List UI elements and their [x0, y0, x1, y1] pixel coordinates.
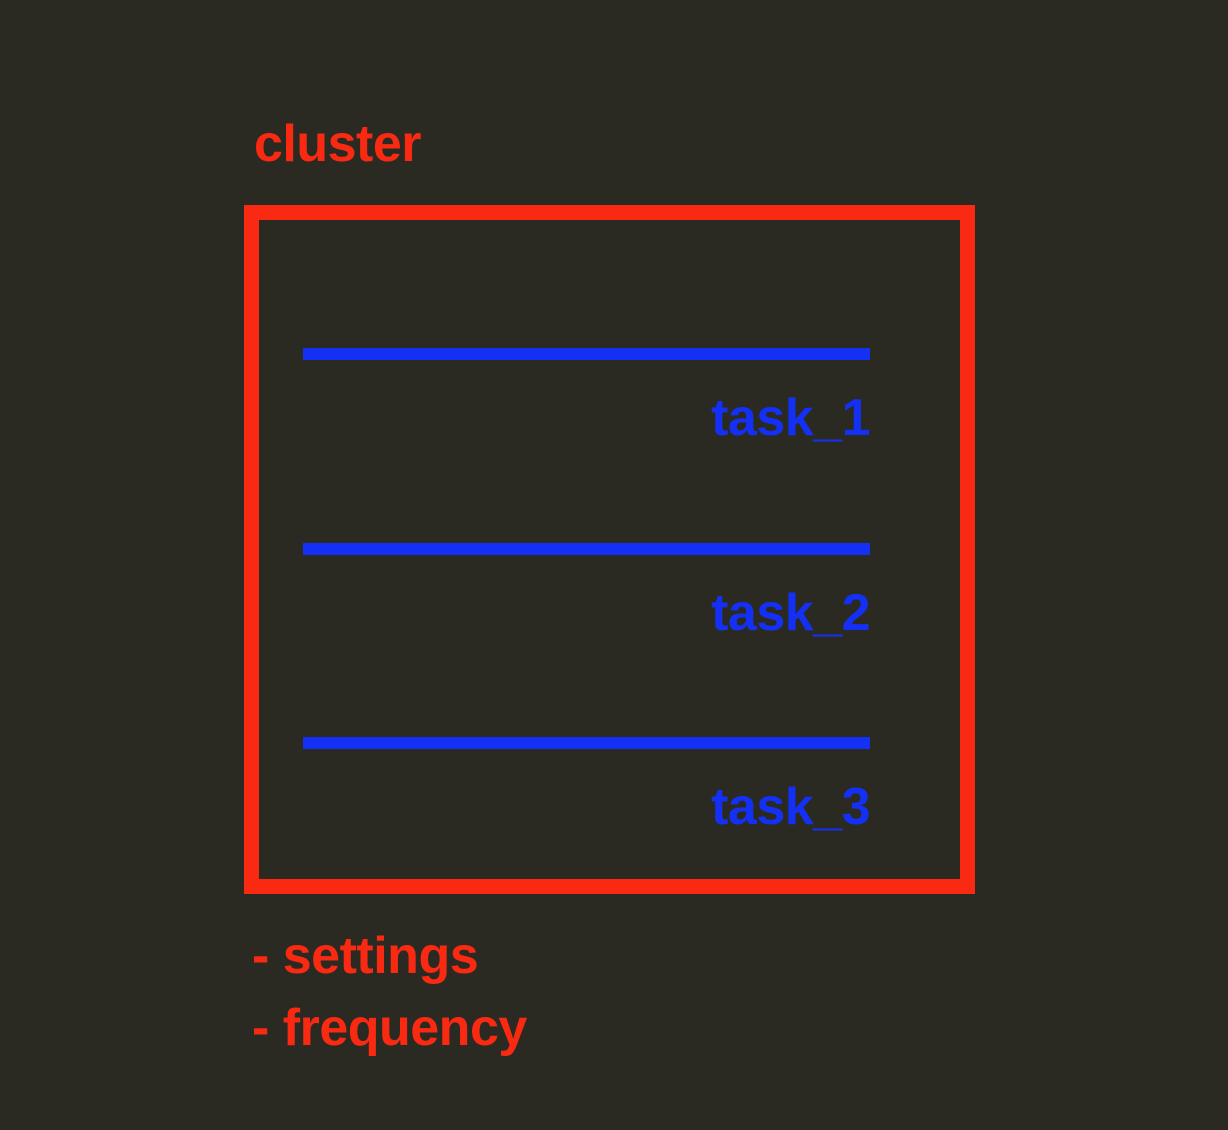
task-row[interactable]: task_3 — [303, 737, 870, 837]
cluster-title: cluster — [254, 115, 422, 173]
task-bar — [303, 737, 870, 749]
task-row[interactable]: task_1 — [303, 348, 870, 448]
task-bar — [303, 543, 870, 555]
task-label: task_1 — [711, 389, 870, 447]
cluster-notes-list: - settings - frequency — [252, 920, 527, 1064]
note-item: - settings — [252, 927, 479, 985]
task-label: task_2 — [711, 584, 870, 642]
note-item: - frequency — [252, 999, 527, 1057]
task-label: task_3 — [711, 778, 870, 836]
task-row[interactable]: task_2 — [303, 543, 870, 643]
task-bar — [303, 348, 870, 360]
cluster-box[interactable] — [244, 205, 975, 894]
